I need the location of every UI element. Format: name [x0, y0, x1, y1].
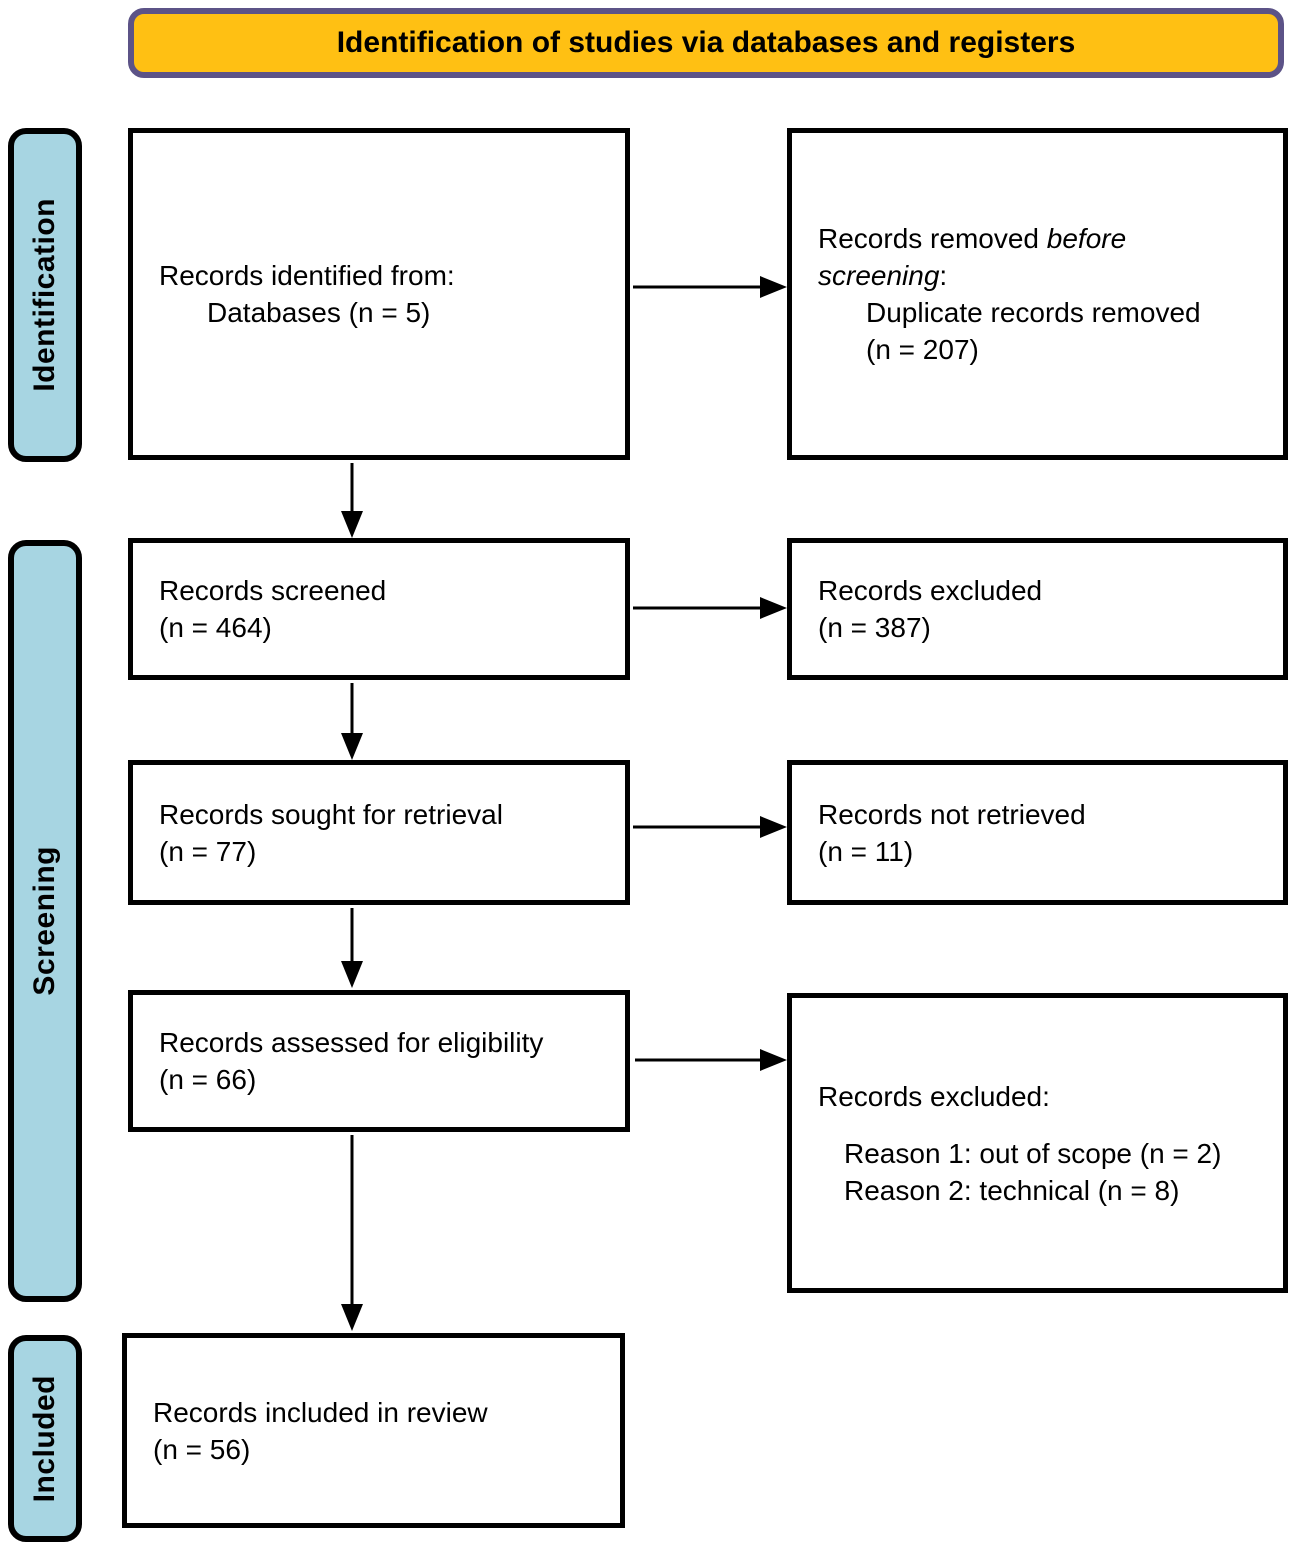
- arrow-screened-to-excluded: [633, 597, 787, 619]
- box-line: Records screened: [159, 575, 387, 606]
- box-line: screening:: [818, 260, 948, 291]
- box-line: (n = 11): [818, 835, 914, 867]
- box-line: Records excluded:: [818, 1080, 1050, 1112]
- box-line: (n = 464): [159, 612, 272, 643]
- arrow-sought-to-not-retrieved: [633, 816, 787, 838]
- box-records-sought-for-retrieval: Records sought for retrieval (n = 77): [128, 760, 630, 905]
- box-records-included-in-review: Records included in review (n = 56): [122, 1333, 625, 1528]
- box-records-not-retrieved: Records not retrieved (n = 11): [787, 760, 1288, 905]
- stage-label-identification: Identification: [8, 128, 82, 462]
- box-line: Reason 1: out of scope (n = 2): [844, 1137, 1222, 1169]
- box-line: Records assessed for eligibility: [159, 1027, 544, 1058]
- arrow-sought-to-assessed: [341, 908, 363, 988]
- box-line: Records not retrieved: [818, 798, 1086, 830]
- box-line: (n = 56): [153, 1433, 251, 1465]
- arrow-assessed-to-included: [341, 1135, 363, 1331]
- box-line: Duplicate records removed: [866, 297, 1201, 328]
- banner-identification-of-studies: Identification of studies via databases …: [128, 8, 1284, 78]
- box-line: Records sought for retrieval: [159, 798, 503, 830]
- box-records-assessed-for-eligibility: Records assessed for eligibility (n = 66…: [128, 990, 630, 1132]
- box-line: Reason 2: technical (n = 8): [844, 1174, 1180, 1206]
- box-line: Records excluded: [818, 575, 1043, 606]
- box-line: (n = 387): [818, 612, 931, 643]
- stage-label-screening: Screening: [8, 540, 82, 1302]
- box-line: (n = 207): [866, 334, 979, 365]
- stage-label-included: Included: [8, 1335, 82, 1542]
- arrow-identified-to-removed: [633, 276, 787, 298]
- box-line: Records included in review: [153, 1396, 488, 1428]
- banner-title: Identification of studies via databases …: [336, 26, 1076, 59]
- box-line: Records identified from:: [159, 260, 455, 291]
- box-line: Databases (n = 5): [207, 297, 431, 328]
- arrow-screened-to-sought: [341, 683, 363, 760]
- box-line: (n = 66): [159, 1064, 257, 1095]
- box-line: (n = 77): [159, 835, 257, 867]
- box-line: Records removed before: [818, 223, 1127, 254]
- box-records-removed-before-screening: Records removed before screening: Duplic…: [787, 128, 1288, 460]
- box-records-excluded-reasons: Records excluded: Reason 1: out of scope…: [787, 993, 1288, 1293]
- arrow-assessed-to-excluded-reasons: [635, 1049, 787, 1071]
- box-records-excluded: Records excluded (n = 387): [787, 538, 1288, 680]
- box-records-identified: Records identified from: Databases (n = …: [128, 128, 630, 460]
- box-records-screened: Records screened (n = 464): [128, 538, 630, 680]
- arrow-identified-to-screened: [341, 463, 363, 538]
